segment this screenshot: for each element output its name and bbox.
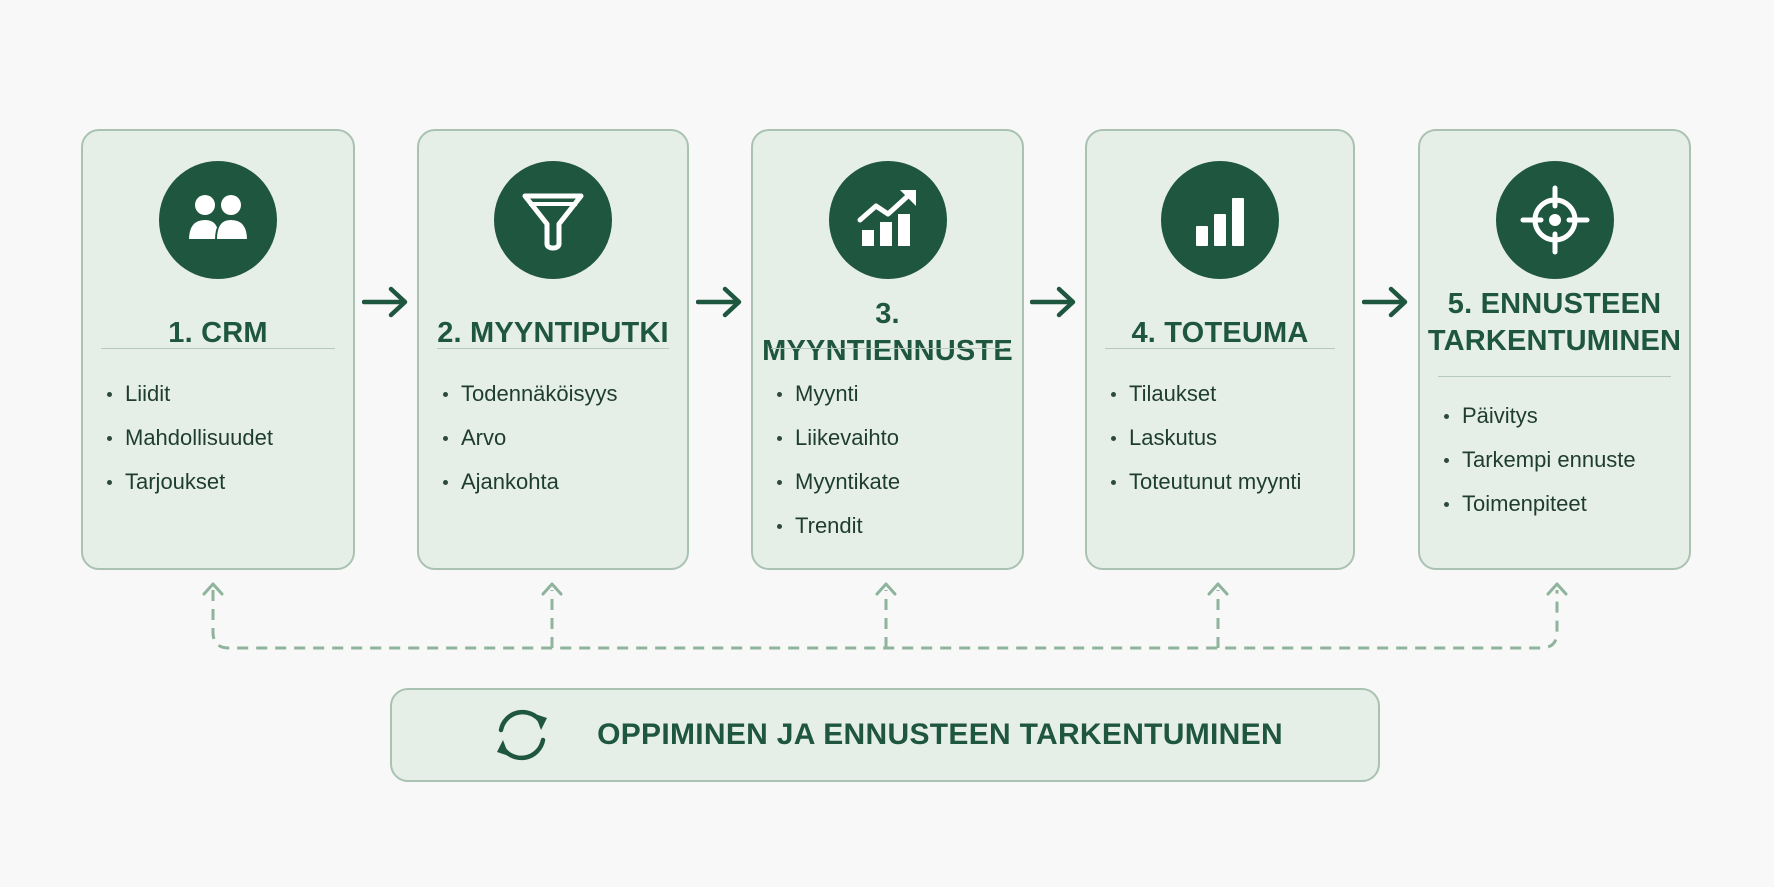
step-title: 1. CRM	[168, 316, 268, 349]
list-item: Myynti	[775, 372, 1010, 416]
divider	[1438, 376, 1671, 377]
list-item: Päivitys	[1442, 394, 1677, 438]
arrow-right-icon	[696, 286, 742, 318]
step-card-crm: 1. CRM Liidit Mahdollisuudet Tarjoukset	[81, 129, 355, 570]
list-item: Toteutunut myynti	[1109, 460, 1341, 504]
divider	[771, 348, 1004, 349]
refresh-cycle-icon	[497, 709, 548, 761]
growth-chart-icon	[828, 161, 947, 279]
users-icon	[159, 161, 277, 279]
arrow-right-icon	[1030, 286, 1076, 318]
list-item: Liidit	[105, 372, 341, 416]
list-item: Tarjoukset	[105, 460, 341, 504]
step-bullet-list: Myynti Liikevaihto Myyntikate Trendit	[775, 372, 1010, 548]
bar-chart-icon	[1161, 161, 1279, 279]
list-item: Myyntikate	[775, 460, 1010, 504]
divider	[437, 348, 669, 349]
step-card-ennusteen-tarkentuminen: 5. ENNUSTEEN TARKENTUMINEN Päivitys Tark…	[1418, 129, 1691, 570]
list-item: Tilaukset	[1109, 372, 1341, 416]
learning-banner: OPPIMINEN JA ENNUSTEEN TARKENTUMINEN	[390, 688, 1380, 782]
list-item: Tarkempi ennuste	[1442, 438, 1677, 482]
list-item: Todennäköisyys	[441, 372, 675, 416]
step-card-myyntiputki: 2. MYYNTIPUTKI Todennäköisyys Arvo Ajank…	[417, 129, 689, 570]
learning-banner-label: OPPIMINEN JA ENNUSTEEN TARKENTUMINEN	[597, 718, 1283, 751]
target-icon	[1495, 161, 1614, 279]
step-bullet-list: Tilaukset Laskutus Toteutunut myynti	[1109, 372, 1341, 504]
list-item: Toimenpiteet	[1442, 482, 1677, 526]
divider	[1105, 348, 1335, 349]
list-item: Mahdollisuudet	[105, 416, 341, 460]
step-card-toteuma: 4. TOTEUMA Tilaukset Laskutus Toteutunut…	[1085, 129, 1355, 570]
list-item: Laskutus	[1109, 416, 1341, 460]
arrow-right-icon	[362, 286, 408, 318]
list-item: Ajankohta	[441, 460, 675, 504]
funnel-icon	[494, 161, 612, 279]
step-card-myyntiennuste: 3. MYYNTIENNUSTE Myynti Liikevaihto Myyn…	[751, 129, 1024, 570]
step-title: 4. TOTEUMA	[1131, 316, 1309, 349]
step-title: 2. MYYNTIPUTKI	[437, 316, 669, 349]
list-item: Arvo	[441, 416, 675, 460]
step-title: 5. ENNUSTEEN TARKENTUMINEN	[1427, 288, 1682, 357]
step-bullet-list: Liidit Mahdollisuudet Tarjoukset	[105, 372, 341, 504]
list-item: Liikevaihto	[775, 416, 1010, 460]
divider	[101, 348, 335, 349]
step-bullet-list: Todennäköisyys Arvo Ajankohta	[441, 372, 675, 504]
arrow-right-icon	[1362, 286, 1408, 318]
step-bullet-list: Päivitys Tarkempi ennuste Toimenpiteet	[1442, 394, 1677, 526]
step-title: 3. MYYNTIENNUSTE	[762, 298, 1013, 367]
list-item: Trendit	[775, 504, 1010, 548]
